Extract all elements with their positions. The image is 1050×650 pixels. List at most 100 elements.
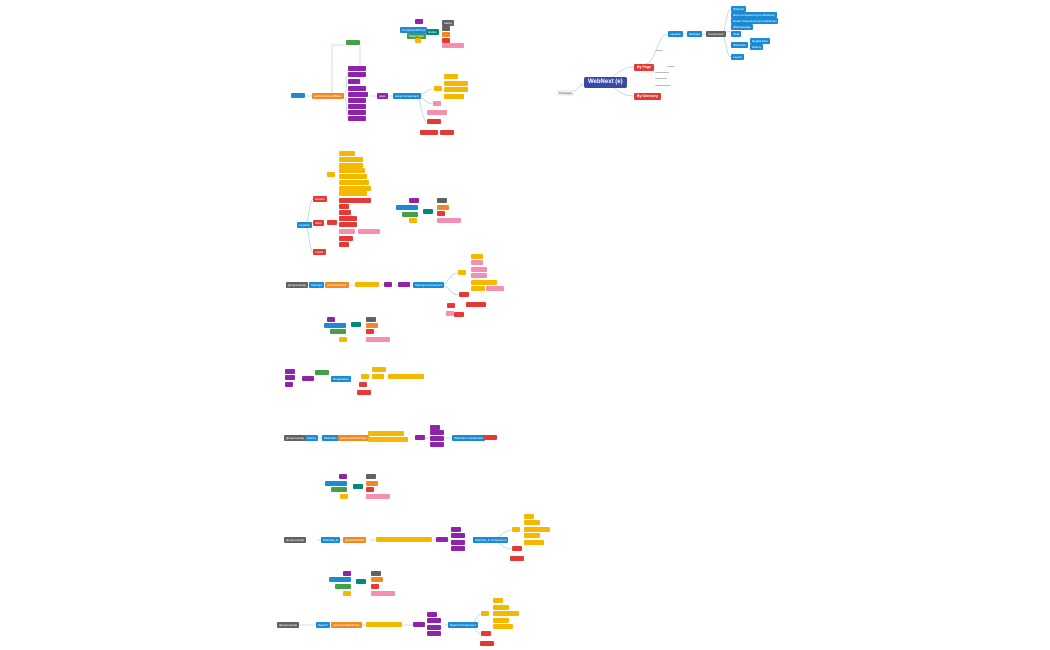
mind-map-leaf-node[interactable] (483, 435, 497, 440)
node-webinar3[interactable]: Webinar_id (321, 537, 341, 543)
mind-map-leaf-node[interactable] (427, 119, 441, 124)
mind-map-leaf-node[interactable] (471, 267, 487, 272)
mind-map-leaf-node[interactable] (486, 286, 504, 291)
mind-map-leaf-node[interactable] (480, 641, 494, 646)
mind-map-leaf-node[interactable] (324, 323, 346, 328)
mind-map-leaf-node[interactable] (444, 87, 468, 92)
mind-map-leaf-node[interactable] (327, 317, 335, 322)
mind-map-leaf-node[interactable] (493, 624, 513, 629)
mind-map-leaf-node[interactable] (348, 110, 366, 115)
mind-map-leaf-node[interactable] (388, 374, 424, 379)
mind-map-leaf-node[interactable] (348, 98, 366, 103)
mind-map-leaf-node[interactable] (348, 86, 366, 91)
node-search[interactable]: Search (316, 622, 330, 628)
mind-map-leaf-node[interactable] (366, 622, 402, 627)
mind-map-leaf-node[interactable] (512, 527, 520, 532)
mind-map-leaf-node[interactable] (348, 72, 366, 77)
mind-map-leaf-node[interactable] (437, 211, 445, 216)
mind-map-leaf-node[interactable] (368, 437, 408, 442)
mind-map-leaf-node[interactable] (402, 212, 418, 217)
mind-map-leaf-node[interactable] (346, 40, 360, 45)
mind-map-leaf-node[interactable] (343, 591, 351, 596)
node-getStaticProps[interactable]: getStaticProps/Bilder (312, 93, 345, 99)
mind-map-leaf-node[interactable] (366, 329, 374, 334)
mind-map-leaf-node[interactable] (371, 571, 381, 576)
node-getServerSide2[interactable]: getServerSideProps (331, 622, 362, 628)
node-by-directory[interactable]: By Directory (634, 93, 661, 100)
node-layouts-top[interactable]: Layouts (668, 31, 683, 37)
mind-map-leaf-node[interactable] (339, 216, 357, 221)
mind-map-leaf-node[interactable] (372, 374, 384, 379)
node-packages[interactable]: Packages (557, 90, 575, 96)
mind-map-leaf-node[interactable] (655, 83, 671, 86)
node-settings1[interactable]: Settings (309, 282, 324, 288)
node-history[interactable]: History (750, 44, 764, 50)
mind-map-leaf-node[interactable] (396, 205, 418, 210)
node-page1[interactable]: page (377, 93, 388, 99)
mind-map-leaf-node[interactable] (430, 430, 444, 435)
mind-map-leaf-node[interactable] (471, 280, 497, 285)
mind-map-leaf-node[interactable] (291, 93, 305, 98)
mind-map-leaf-node[interactable] (447, 303, 455, 308)
mind-map-leaf-node[interactable] (339, 168, 365, 173)
node-layout[interactable]: Layout (731, 54, 745, 60)
mind-map-leaf-node[interactable] (339, 198, 371, 203)
mind-map-leaf-node[interactable] (376, 537, 432, 542)
node-hooks[interactable]: Hooks (426, 29, 439, 35)
mind-map-leaf-node[interactable] (371, 584, 379, 589)
node-main[interactable]: Main (313, 220, 324, 226)
mind-map-leaf-node[interactable] (384, 282, 392, 287)
mind-map-leaf-node[interactable] (446, 311, 454, 316)
node-by-page[interactable]: By Page (634, 64, 654, 71)
mind-map-leaf-node[interactable] (430, 425, 440, 430)
mind-map-leaf-node[interactable] (434, 86, 442, 91)
mind-map-leaf-node[interactable] (315, 370, 329, 375)
mind-map-leaf-node[interactable] (415, 19, 423, 24)
mind-map-leaf-node[interactable] (371, 577, 383, 582)
mind-map-leaf-node[interactable] (471, 286, 485, 291)
node-chat[interactable]: Chat (731, 31, 742, 37)
mind-map-leaf-node[interactable] (372, 367, 386, 372)
mind-map-leaf-node[interactable] (357, 390, 371, 395)
mind-map-leaf-node[interactable] (433, 101, 441, 106)
mind-map-leaf-node[interactable] (442, 32, 450, 37)
mind-map-leaf-node[interactable] (348, 104, 366, 109)
mind-map-leaf-node[interactable] (451, 540, 465, 545)
mind-map-leaf-node[interactable] (524, 520, 540, 525)
mind-map-leaf-node[interactable] (356, 579, 366, 584)
mind-map-leaf-node[interactable] (454, 312, 464, 317)
mind-map-leaf-node[interactable] (339, 151, 355, 156)
mind-map-leaf-node[interactable] (339, 337, 347, 342)
mind-map-leaf-node[interactable] (355, 282, 379, 287)
mind-map-leaf-node[interactable] (667, 64, 675, 67)
mind-map-leaf-node[interactable] (466, 302, 486, 307)
mind-map-leaf-node[interactable] (325, 481, 347, 486)
mind-map-leaf-node[interactable] (339, 191, 367, 196)
mind-map-leaf-node[interactable] (366, 337, 390, 342)
mind-map-leaf-node[interactable] (451, 533, 465, 538)
mind-map-leaf-node[interactable] (444, 94, 464, 99)
node-registr[interactable]: Registration (750, 38, 771, 44)
mind-map-leaf-node[interactable] (510, 556, 524, 561)
mind-map-leaf-node[interactable] (481, 631, 491, 636)
mind-map-leaf-node[interactable] (409, 198, 419, 203)
node-static-data[interactable]: Static Data (407, 33, 426, 39)
node-webinar[interactable]: Webinar (731, 6, 747, 12)
node-ungrouped1[interactable]: [[ungrouped]] (286, 282, 308, 288)
node-ungrouped3[interactable]: [[ungrouped]] (284, 537, 306, 543)
mind-map-leaf-node[interactable] (285, 382, 293, 387)
node-root[interactable]: WebNext (e) (584, 77, 627, 88)
mind-map-leaf-node[interactable] (442, 43, 464, 48)
mind-map-leaf-node[interactable] (493, 598, 503, 603)
node-search-comp[interactable]: Search Component (448, 622, 478, 628)
mind-map-leaf-node[interactable] (442, 38, 450, 43)
mind-map-leaf-node[interactable] (427, 625, 441, 630)
mind-map-leaf-node[interactable] (524, 533, 540, 538)
mind-map-leaf-node[interactable] (458, 270, 466, 275)
mind-map-leaf-node[interactable] (327, 220, 337, 225)
node-getStaticProps2[interactable]: getStaticProps (325, 282, 349, 288)
mind-map-leaf-node[interactable] (339, 236, 353, 241)
mind-map-leaf-node[interactable] (366, 323, 378, 328)
mind-map-leaf-node[interactable] (655, 48, 663, 51)
mind-map-leaf-node[interactable] (423, 209, 433, 214)
